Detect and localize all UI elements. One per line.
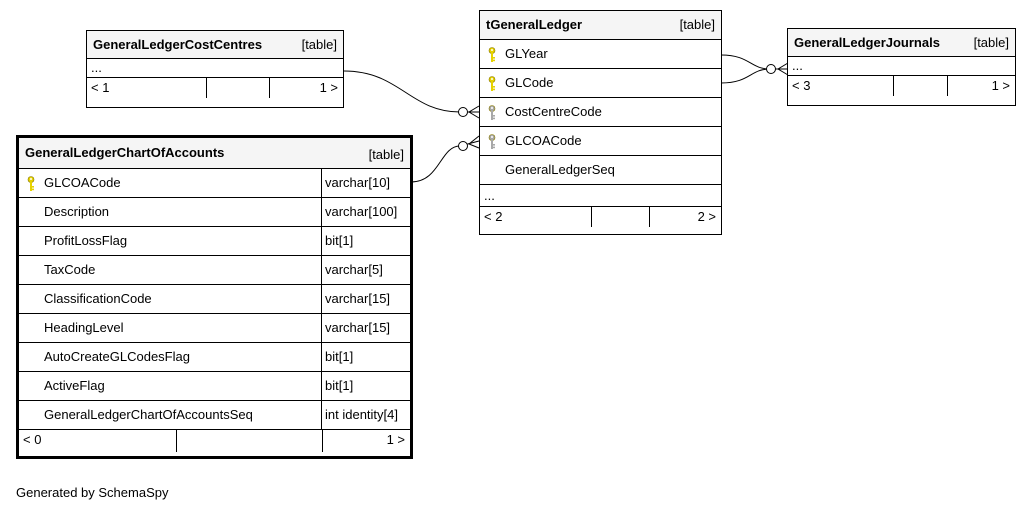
- column-row[interactable]: GLCode: [480, 69, 721, 98]
- column-name: GeneralLedgerChartOfAccountsSeq: [44, 407, 253, 422]
- column-name: Description: [44, 204, 110, 219]
- column-name: GeneralLedgerSeq: [505, 162, 615, 177]
- column-name: CostCentreCode: [505, 104, 602, 119]
- table-type: [table]: [973, 35, 1009, 50]
- relation-costcentre-crowfoot: [468, 105, 480, 119]
- children-count[interactable]: 1 >: [991, 78, 1010, 93]
- parents-count[interactable]: < 2: [480, 207, 592, 227]
- parents-count[interactable]: < 0: [19, 430, 177, 452]
- more-columns-ellipsis: ...: [87, 59, 343, 78]
- column-name: AutoCreateGLCodesFlag: [44, 349, 190, 364]
- column-type: varchar[100]: [321, 198, 712, 226]
- generator-credit: Generated by SchemaSpy: [16, 485, 169, 500]
- column-name: TaxCode: [44, 262, 96, 277]
- table-footer: < 2 2 >: [480, 207, 721, 227]
- relation-journal-line-1: [720, 54, 788, 70]
- table-header: GeneralLedgerJournals [table]: [788, 29, 1015, 57]
- relation-coa-optional-marker: [458, 141, 468, 151]
- column-name: ClassificationCode: [44, 291, 152, 306]
- column-name: ProfitLossFlag: [44, 233, 128, 248]
- footer-spacer: [177, 430, 323, 452]
- column-type: varchar[15]: [321, 314, 712, 342]
- column-type: bit[1]: [321, 343, 712, 371]
- parents-count[interactable]: < 3: [788, 76, 894, 96]
- column-type: varchar[10]: [321, 169, 712, 197]
- table-type: [table]: [368, 147, 404, 162]
- parents-count[interactable]: < 1: [87, 78, 207, 98]
- footer-spacer: [894, 76, 948, 96]
- column-row[interactable]: GLCOACode: [480, 127, 721, 156]
- relation-journal-line-2: [720, 68, 788, 84]
- table-type: [table]: [679, 17, 715, 32]
- table-footer: < 0 1 >: [19, 430, 410, 452]
- column-name: GLCOACode: [505, 133, 582, 148]
- column-type: bit[1]: [321, 372, 712, 400]
- relation-coa-crowfoot: [468, 135, 480, 149]
- table-general-ledger-cost-centres[interactable]: GeneralLedgerCostCentres [table] ... < 1…: [86, 30, 344, 108]
- table-general-ledger-journals[interactable]: GeneralLedgerJournals [table] ... < 3 1 …: [787, 28, 1016, 106]
- column-row[interactable]: GLYear: [480, 40, 721, 69]
- table-general-ledger-chart-of-accounts[interactable]: GeneralLedgerChartOfAccounts [table] GLC…: [16, 135, 413, 459]
- column-type: int identity[4]: [321, 401, 712, 429]
- relation-journal-crowfoot: [777, 62, 789, 76]
- column-row[interactable]: GeneralLedgerSeq: [480, 156, 721, 185]
- more-columns-ellipsis: ...: [480, 185, 721, 207]
- column-name: GLYear: [505, 46, 548, 61]
- table-footer: < 3 1 >: [788, 76, 1015, 96]
- column-type: bit[1]: [321, 227, 712, 255]
- column-row[interactable]: CostCentreCode: [480, 98, 721, 127]
- column-name: GLCode: [505, 75, 554, 90]
- table-name[interactable]: GeneralLedgerCostCentres: [93, 37, 263, 52]
- foreign-key-icon: [488, 134, 496, 153]
- table-name[interactable]: GeneralLedgerJournals: [794, 35, 940, 50]
- primary-key-icon: [488, 47, 496, 66]
- primary-key-icon: [27, 176, 35, 195]
- relation-costcentre-line: [343, 70, 479, 113]
- footer-spacer: [592, 207, 650, 227]
- footer-spacer: [207, 78, 270, 98]
- relation-costcentre-optional-marker: [458, 107, 468, 117]
- column-type: varchar[5]: [321, 256, 712, 284]
- column-name: HeadingLevel: [44, 320, 124, 335]
- table-header: GeneralLedgerChartOfAccounts [table]: [19, 138, 410, 169]
- foreign-key-icon: [488, 105, 496, 124]
- column-name: GLCOACode: [44, 175, 121, 190]
- table-name[interactable]: GeneralLedgerChartOfAccounts: [25, 145, 225, 160]
- table-type: [table]: [301, 37, 337, 52]
- table-footer: < 1 1 >: [87, 78, 343, 98]
- children-count[interactable]: 1 >: [386, 432, 405, 447]
- column-type: varchar[15]: [321, 285, 712, 313]
- table-name[interactable]: tGeneralLedger: [486, 17, 583, 32]
- children-count[interactable]: 2 >: [697, 209, 716, 224]
- column-name: ActiveFlag: [44, 378, 105, 393]
- relation-journal-optional-marker: [766, 64, 776, 74]
- more-columns-ellipsis: ...: [788, 57, 1015, 76]
- table-header: GeneralLedgerCostCentres [table]: [87, 31, 343, 59]
- primary-key-icon: [488, 76, 496, 95]
- children-count[interactable]: 1 >: [319, 80, 338, 95]
- table-header: tGeneralLedger [table]: [480, 11, 721, 40]
